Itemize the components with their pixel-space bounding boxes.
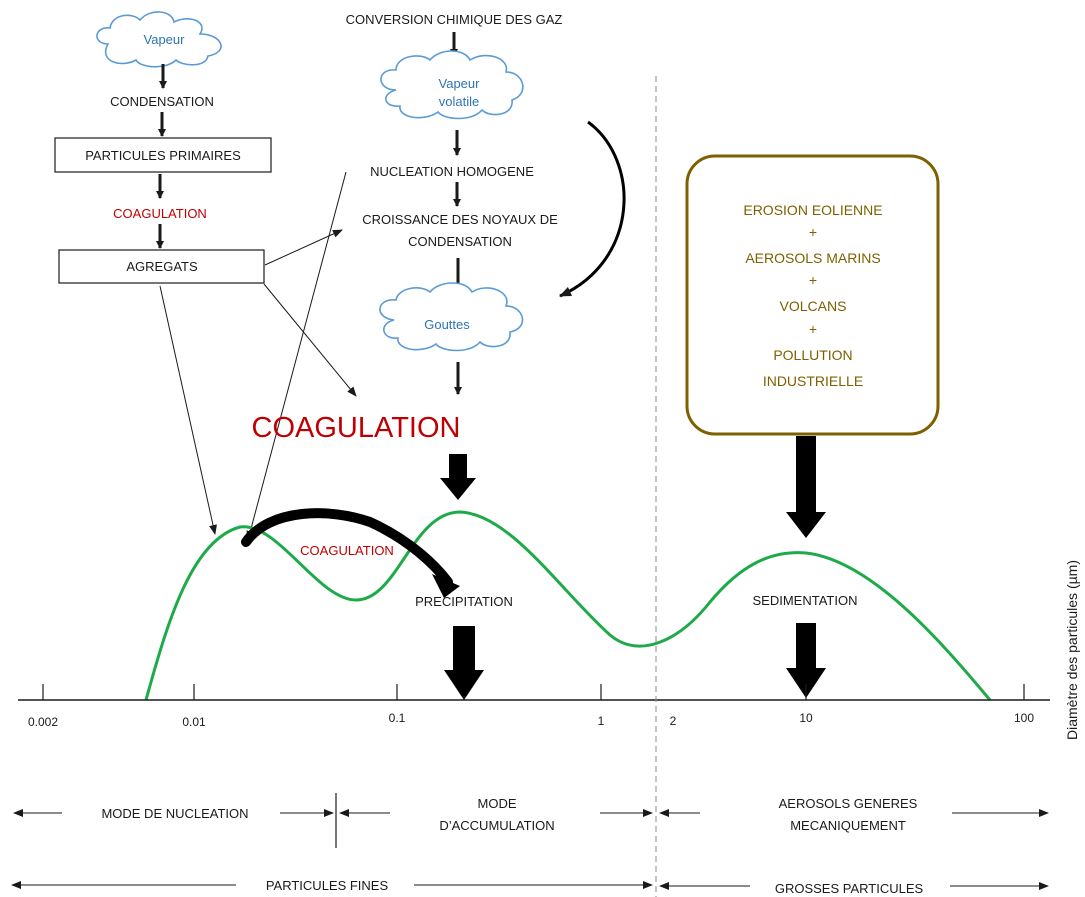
croissance-line1: CROISSANCE DES NOYAUX DE	[362, 212, 558, 227]
tick-label-10: 10	[799, 711, 813, 725]
tick-label-0.1: 0.1	[389, 711, 406, 725]
cloud-gouttes	[379, 282, 524, 352]
vapeur-volatile-line2: volatile	[439, 94, 479, 109]
axis-title: Diamètre des particules (µm)	[1064, 560, 1080, 740]
nucleation-label: NUCLEATION HOMOGENE	[370, 164, 534, 179]
tick-label-2: 2	[670, 714, 677, 728]
gouttes-label: Gouttes	[424, 317, 470, 332]
sources-line-4: +	[809, 272, 817, 288]
tick-label-0.002: 0.002	[28, 715, 58, 729]
mode-accumulation-line2: D’ACCUMULATION	[439, 818, 554, 833]
sources-line-2: +	[809, 224, 817, 240]
tick-label-1: 1	[598, 714, 605, 728]
tick-label-100: 100	[1014, 711, 1034, 725]
sources-line-1: EROSION EOLIENNE	[743, 202, 882, 218]
block-arrow-sedimentation	[786, 623, 826, 698]
mode-mecanique-line1: AEROSOLS GENERES	[779, 796, 918, 811]
arrow-nucleation-peak1	[246, 171, 347, 541]
sources-line-5: VOLCANS	[780, 298, 847, 314]
agregats-label: AGREGATS	[126, 259, 198, 274]
block-arrow-precipitation	[444, 626, 484, 700]
mode-accumulation-line1: MODE	[478, 796, 517, 811]
precipitation-label: PRECIPITATION	[415, 594, 513, 609]
agregats-box	[58, 249, 265, 284]
conversion-label: CONVERSION CHIMIQUE DES GAZ	[346, 12, 563, 27]
vapeur-label: Vapeur	[144, 32, 186, 47]
arrow-agregats-peak1	[159, 285, 217, 535]
curved-arrow-vapeur-gouttes	[559, 120, 626, 298]
cloud-vapeur-volatile	[380, 50, 524, 120]
condensation-label: CONDENSATION	[110, 94, 214, 109]
croissance-line2: CONDENSATION	[408, 234, 512, 249]
mode-mecanique-line2: MECANIQUEMENT	[790, 818, 906, 833]
coagulation-curve-label: COAGULATION	[300, 543, 394, 558]
coagulation-small-label: COAGULATION	[113, 206, 207, 221]
sources-line-6: +	[809, 321, 817, 337]
block-arrow-sources-peak3	[786, 436, 826, 538]
sources-line-3: AEROSOLS MARINS	[745, 250, 880, 266]
grosses-particules-label: GROSSES PARTICULES	[775, 881, 924, 896]
sources-box	[685, 154, 940, 436]
particules-primaires-label: PARTICULES PRIMAIRES	[85, 148, 241, 163]
block-arrow-coagulation-peak2	[440, 454, 476, 500]
particules-primaires-box	[54, 137, 272, 173]
curved-arrow-coagulation	[241, 508, 460, 598]
arrow-agregats-coagulation	[263, 283, 357, 397]
coagulation-big-label: COAGULATION	[252, 412, 461, 444]
sources-line-7: POLLUTION	[773, 347, 852, 363]
tick-label-0.01: 0.01	[182, 715, 206, 729]
sedimentation-label: SEDIMENTATION	[753, 593, 858, 608]
arrow-agregats-croissance	[264, 229, 343, 266]
size-distribution-curve	[144, 510, 992, 701]
particules-fines-label: PARTICULES FINES	[266, 878, 389, 893]
cloud-vapeur	[96, 11, 222, 68]
sources-line-8: INDUSTRIELLE	[763, 373, 863, 389]
mode-nucleation-label: MODE DE NUCLEATION	[101, 806, 248, 821]
vapeur-volatile-line1: Vapeur	[439, 76, 481, 91]
